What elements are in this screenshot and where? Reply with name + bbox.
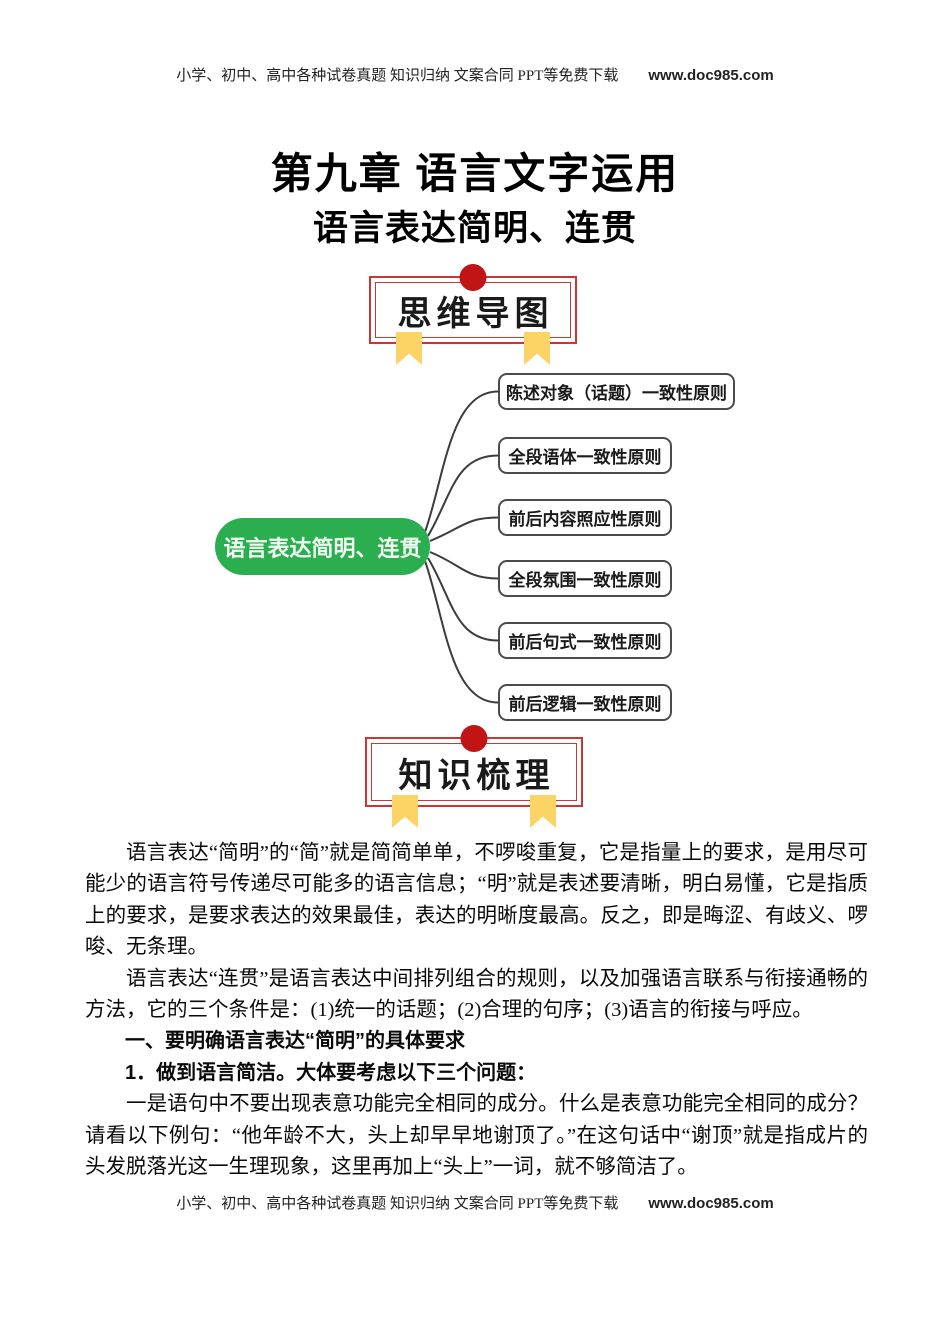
header-site-link: www.doc985.com — [648, 67, 774, 84]
branch-label: 全段氛围一致性原则 — [508, 571, 662, 590]
paragraph-3: 一是语句中不要出现表意功能完全相同的成分。什么是表意功能完全相同的成分？请看以下… — [85, 1093, 868, 1179]
branch-label: 前后句式一致性原则 — [508, 633, 662, 652]
knowledge-banner: 知识梳理 — [365, 725, 583, 828]
connector-line — [429, 551, 499, 580]
red-dot-icon — [460, 725, 488, 752]
mindmap-branch-3: 全段氛围一致性原则 — [498, 560, 672, 597]
red-dot-icon — [459, 264, 487, 291]
section-heading-1: 一、要明确语言表达“简明”的具体要求 — [125, 1030, 465, 1053]
paragraph-2: 语言表达“连贯”是语言表达中间排列组合的规则，以及加强语言联系与衔接通畅的方法，… — [85, 967, 868, 1022]
mindmap-branch-2: 前后内容照应性原则 — [498, 499, 672, 536]
mindmap-branch-0: 陈述对象（话题）一致性原则 — [498, 373, 735, 410]
page-title: 第九章 语言文字运用 — [270, 152, 680, 198]
page-subtitle: 语言表达简明、连贯 — [312, 209, 637, 248]
ribbon-left-icon — [392, 795, 418, 828]
connector-line — [427, 454, 499, 537]
mindmap-branch-1: 全段语体一致性原则 — [498, 437, 672, 474]
branch-label: 前后内容照应性原则 — [508, 510, 662, 529]
content: 语言表达“简明”的“简”就是简简单单，不啰唆重复，它是指量上的要求，是用尽可能少… — [85, 838, 868, 1183]
knowledge-banner-title: 知识梳理 — [398, 756, 555, 795]
footer: 小学、初中、高中各种试卷真题 知识归纳 文案合同 PPT等免费下载 www.doc… — [0, 1192, 950, 1213]
mindmap-branch-5: 前后逻辑一致性原则 — [498, 684, 672, 721]
header: 小学、初中、高中各种试卷真题 知识归纳 文案合同 PPT等免费下载 www.doc… — [0, 64, 950, 85]
connector-line — [424, 560, 499, 704]
mindmap-connectors — [424, 390, 499, 704]
connector-line — [427, 557, 499, 642]
header-text: 小学、初中、高中各种试卷真题 知识归纳 文案合同 PPT等免费下载 — [176, 68, 619, 84]
mindmap-banner: 思维导图 — [369, 264, 577, 365]
footer-site-link: www.doc985.com — [648, 1195, 774, 1212]
branch-label: 全段语体一致性原则 — [508, 448, 662, 467]
mindmap-branch-4: 前后句式一致性原则 — [498, 622, 672, 659]
connector-line — [429, 516, 499, 542]
mindmap-banner-title: 思维导图 — [397, 294, 554, 333]
mindmap-central-node: 语言表达简明、连贯 — [215, 518, 430, 575]
section-heading-2: 1．做到语言简洁。大体要考虑以下三个问题： — [125, 1061, 537, 1084]
connector-line — [424, 390, 499, 533]
paragraph-1: 语言表达“简明”的“简”就是简简单单，不啰唆重复，它是指量上的要求，是用尽可能少… — [85, 842, 868, 959]
central-node-label: 语言表达简明、连贯 — [223, 535, 422, 561]
ribbon-right-icon — [530, 795, 556, 828]
footer-text: 小学、初中、高中各种试卷真题 知识归纳 文案合同 PPT等免费下载 — [176, 1196, 619, 1212]
branch-label: 陈述对象（话题）一致性原则 — [506, 384, 727, 403]
branch-label: 前后逻辑一致性原则 — [508, 695, 662, 714]
